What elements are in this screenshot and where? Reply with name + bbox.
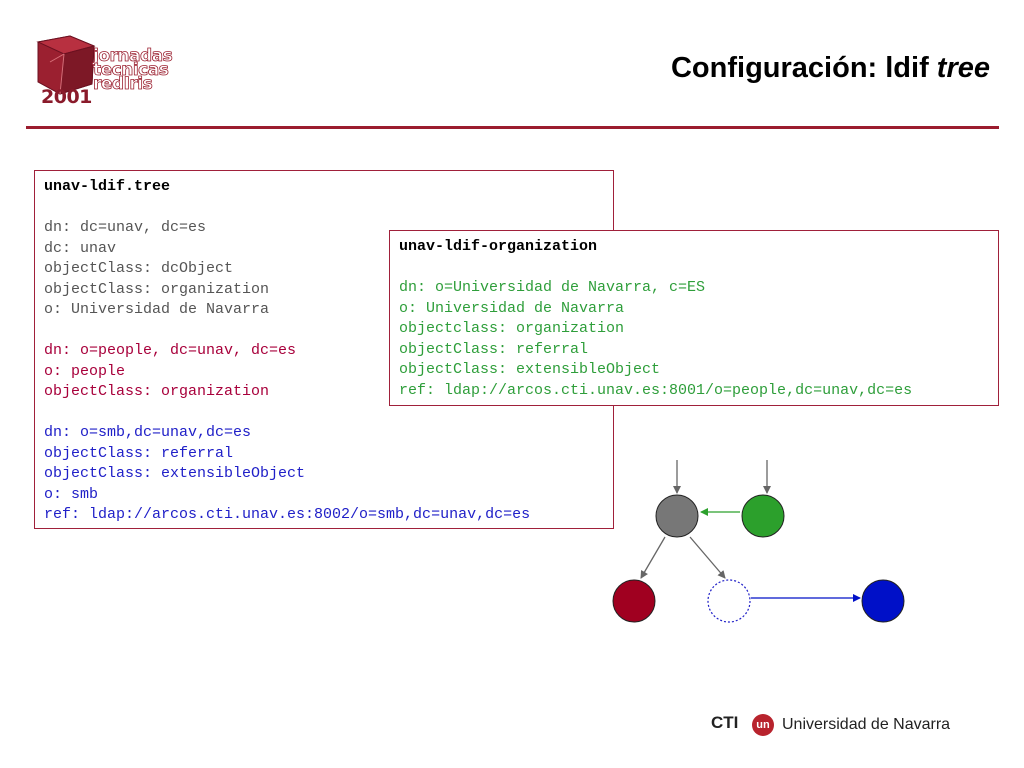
ldif-line: objectClass: referral [44, 444, 234, 462]
node-root [655, 494, 699, 538]
entry-people: dn: o=people, dc=unav, dc=es o: people o… [44, 341, 613, 403]
ldif-line: objectClass: organization [44, 280, 270, 298]
entry-smb: dn: o=smb,dc=unav,dc=es objectClass: ref… [44, 423, 613, 526]
ldif-organization-title: unav-ldif-organization [399, 238, 598, 255]
node-smb-referral [707, 579, 751, 623]
node-organization [741, 494, 785, 538]
title-main: Configuración: ldif [670, 52, 937, 84]
ldif-line: objectClass: extensibleObject [44, 465, 306, 482]
ldif-line: o: people [44, 362, 126, 380]
logo-word-1: jornadas [93, 46, 174, 66]
ldif-line: dn: o=people, dc=unav, dc=es [44, 342, 297, 359]
ldif-line: ref: ldap://arcos.cti.unav.es:8002/o=smb… [44, 506, 531, 523]
ldif-line: dc: unav [44, 239, 117, 257]
header-divider [26, 126, 999, 129]
cti-label: CTI [711, 713, 739, 732]
ldif-line: o: Universidad de Navarra [44, 301, 270, 318]
university-name: Universidad de Navarra [782, 716, 951, 733]
ldif-line: objectClass: organization [44, 383, 270, 400]
logo-year: 2001 [41, 86, 92, 108]
logo-cube-icon [36, 35, 96, 95]
ldif-line: objectClass: extensibleObject [399, 361, 661, 378]
ldif-organization-box: unav-ldif-organization dn: o=Universidad… [389, 230, 999, 406]
ldif-line: ref: ldap://arcos.cti.unav.es:8001/o=peo… [399, 381, 913, 399]
university-badge-icon: un [752, 714, 774, 736]
jornadas-tecnicas-logo: jornadas tecnicas redIris 2001 [30, 32, 180, 112]
ldif-line: objectClass: dcObject [44, 260, 234, 277]
title-emphasis: tree [936, 52, 990, 84]
edge-root-to-people [640, 536, 666, 579]
edge-root-to-smb [689, 536, 726, 579]
ldif-line: dn: o=smb,dc=unav,dc=es [44, 424, 252, 441]
node-remote-server [861, 579, 905, 623]
ldif-line: objectClass: referral [399, 340, 589, 358]
logo-word-2: tecnicas [93, 60, 170, 80]
page-title: Configuración: ldif tree [671, 52, 990, 85]
entry-organization: dn: o=Universidad de Navarra, c=ES o: Un… [399, 278, 998, 401]
ldif-tree-title: unav-ldif.tree [44, 178, 171, 195]
ldif-line: dn: o=Universidad de Navarra, c=ES [399, 279, 706, 296]
node-people [612, 579, 656, 623]
ldif-line: dn: dc=unav, dc=es [44, 219, 207, 236]
ldif-line: o: Universidad de Navarra [399, 299, 625, 317]
ldif-line: o: smb [44, 485, 99, 503]
entry-root: dn: dc=unav, dc=es dc: unav objectClass:… [44, 218, 613, 321]
logo-word-3: redIris [93, 74, 154, 94]
ldif-line: objectclass: organization [399, 320, 625, 337]
footer-branding: CTI un Universidad de Navarra [700, 704, 990, 746]
